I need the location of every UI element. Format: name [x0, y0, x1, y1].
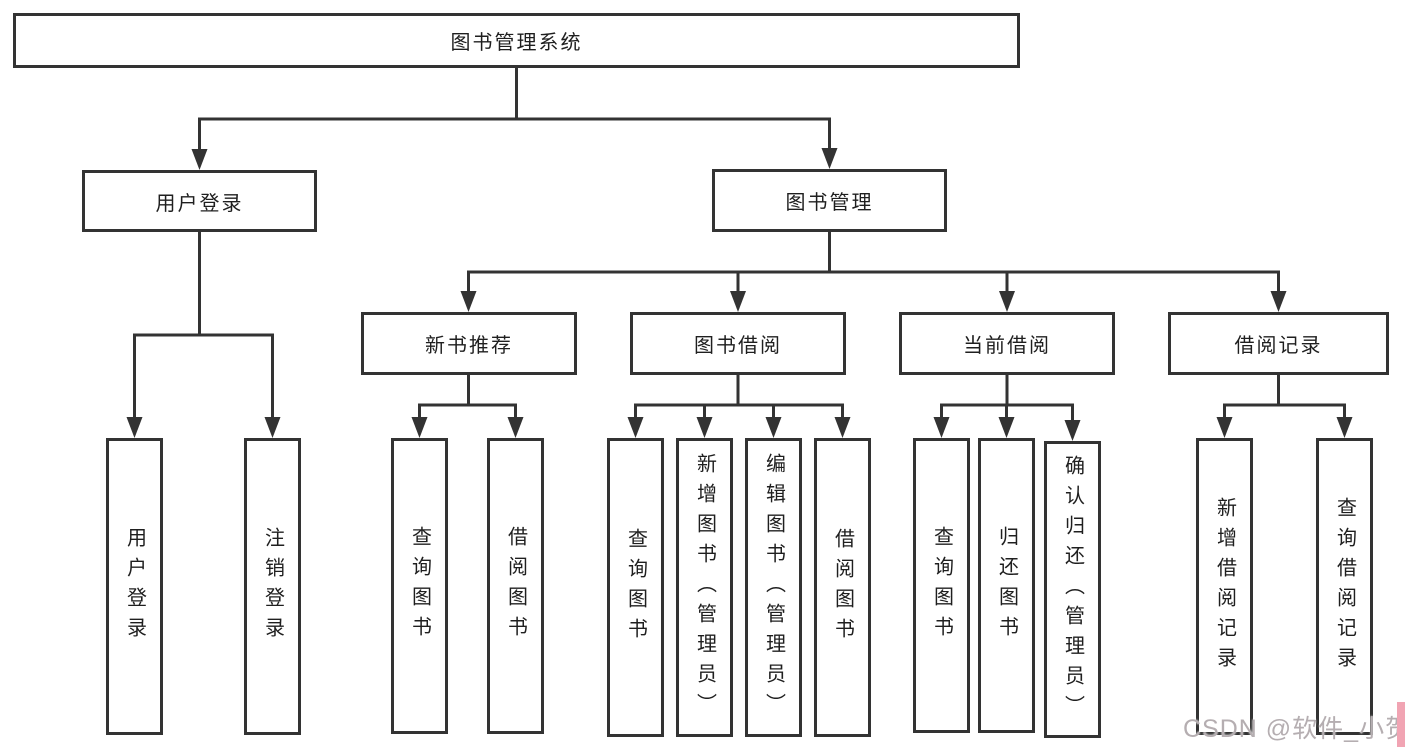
node-book-borrow: 图书借阅 — [630, 312, 846, 375]
leaf-add-borrow-record: 新增借阅记录 — [1196, 438, 1253, 735]
leaf-label: 新增图书（管理员） — [693, 452, 716, 723]
leaf-query-books-recommend: 查询图书 — [391, 438, 448, 734]
csdn-watermark: CSDN @软件_小贺同学 — [1183, 715, 1405, 743]
leaf-borrow-books-recommend: 借阅图书 — [487, 438, 544, 734]
leaf-label: 借阅图书 — [504, 526, 527, 646]
leaf-label: 用户登录 — [123, 526, 146, 647]
leaf-label: 编辑图书（管理员） — [762, 452, 785, 723]
node-borrow-records: 借阅记录 — [1168, 312, 1389, 375]
leaf-user-login: 用户登录 — [106, 438, 163, 735]
leaf-return-books: 归还图书 — [978, 438, 1035, 733]
leaf-logout: 注销登录 — [244, 438, 301, 735]
leaf-label: 查询图书 — [624, 527, 647, 648]
watermark-accent-strip — [1397, 702, 1405, 747]
leaf-query-books-current: 查询图书 — [913, 438, 970, 733]
leaf-label: 注销登录 — [261, 526, 284, 647]
leaf-query-borrow-record: 查询借阅记录 — [1316, 438, 1373, 735]
node-label: 借阅记录 — [1234, 335, 1323, 357]
leaf-query-books-borrow: 查询图书 — [607, 438, 664, 737]
node-label: 图书借阅 — [694, 335, 782, 357]
leaf-label: 借阅图书 — [831, 527, 854, 648]
node-book-management: 图书管理 — [712, 169, 947, 232]
leaf-borrow-books: 借阅图书 — [814, 438, 871, 737]
node-label: 新书推荐 — [425, 335, 513, 357]
node-user-login: 用户登录 — [82, 170, 317, 232]
leaf-label: 查询图书 — [408, 526, 431, 646]
leaf-label: 确认归还（管理员） — [1061, 454, 1084, 725]
leaf-label: 归还图书 — [995, 525, 1018, 646]
leaf-edit-book-admin: 编辑图书（管理员） — [745, 438, 802, 737]
leaf-add-book-admin: 新增图书（管理员） — [676, 438, 733, 737]
node-current-borrow: 当前借阅 — [899, 312, 1115, 375]
node-label: 当前借阅 — [963, 335, 1051, 357]
node-new-book-recommend: 新书推荐 — [361, 312, 577, 375]
leaf-confirm-return-admin: 确认归还（管理员） — [1044, 441, 1101, 738]
node-label: 用户登录 — [155, 192, 244, 215]
leaf-label: 查询图书 — [930, 525, 953, 646]
leaf-label: 查询借阅记录 — [1333, 496, 1356, 677]
node-library-system: 图书管理系统 — [13, 13, 1020, 68]
node-label: 图书管理 — [785, 192, 874, 214]
leaf-label: 新增借阅记录 — [1213, 496, 1236, 677]
node-label: 图书管理系统 — [450, 32, 583, 54]
